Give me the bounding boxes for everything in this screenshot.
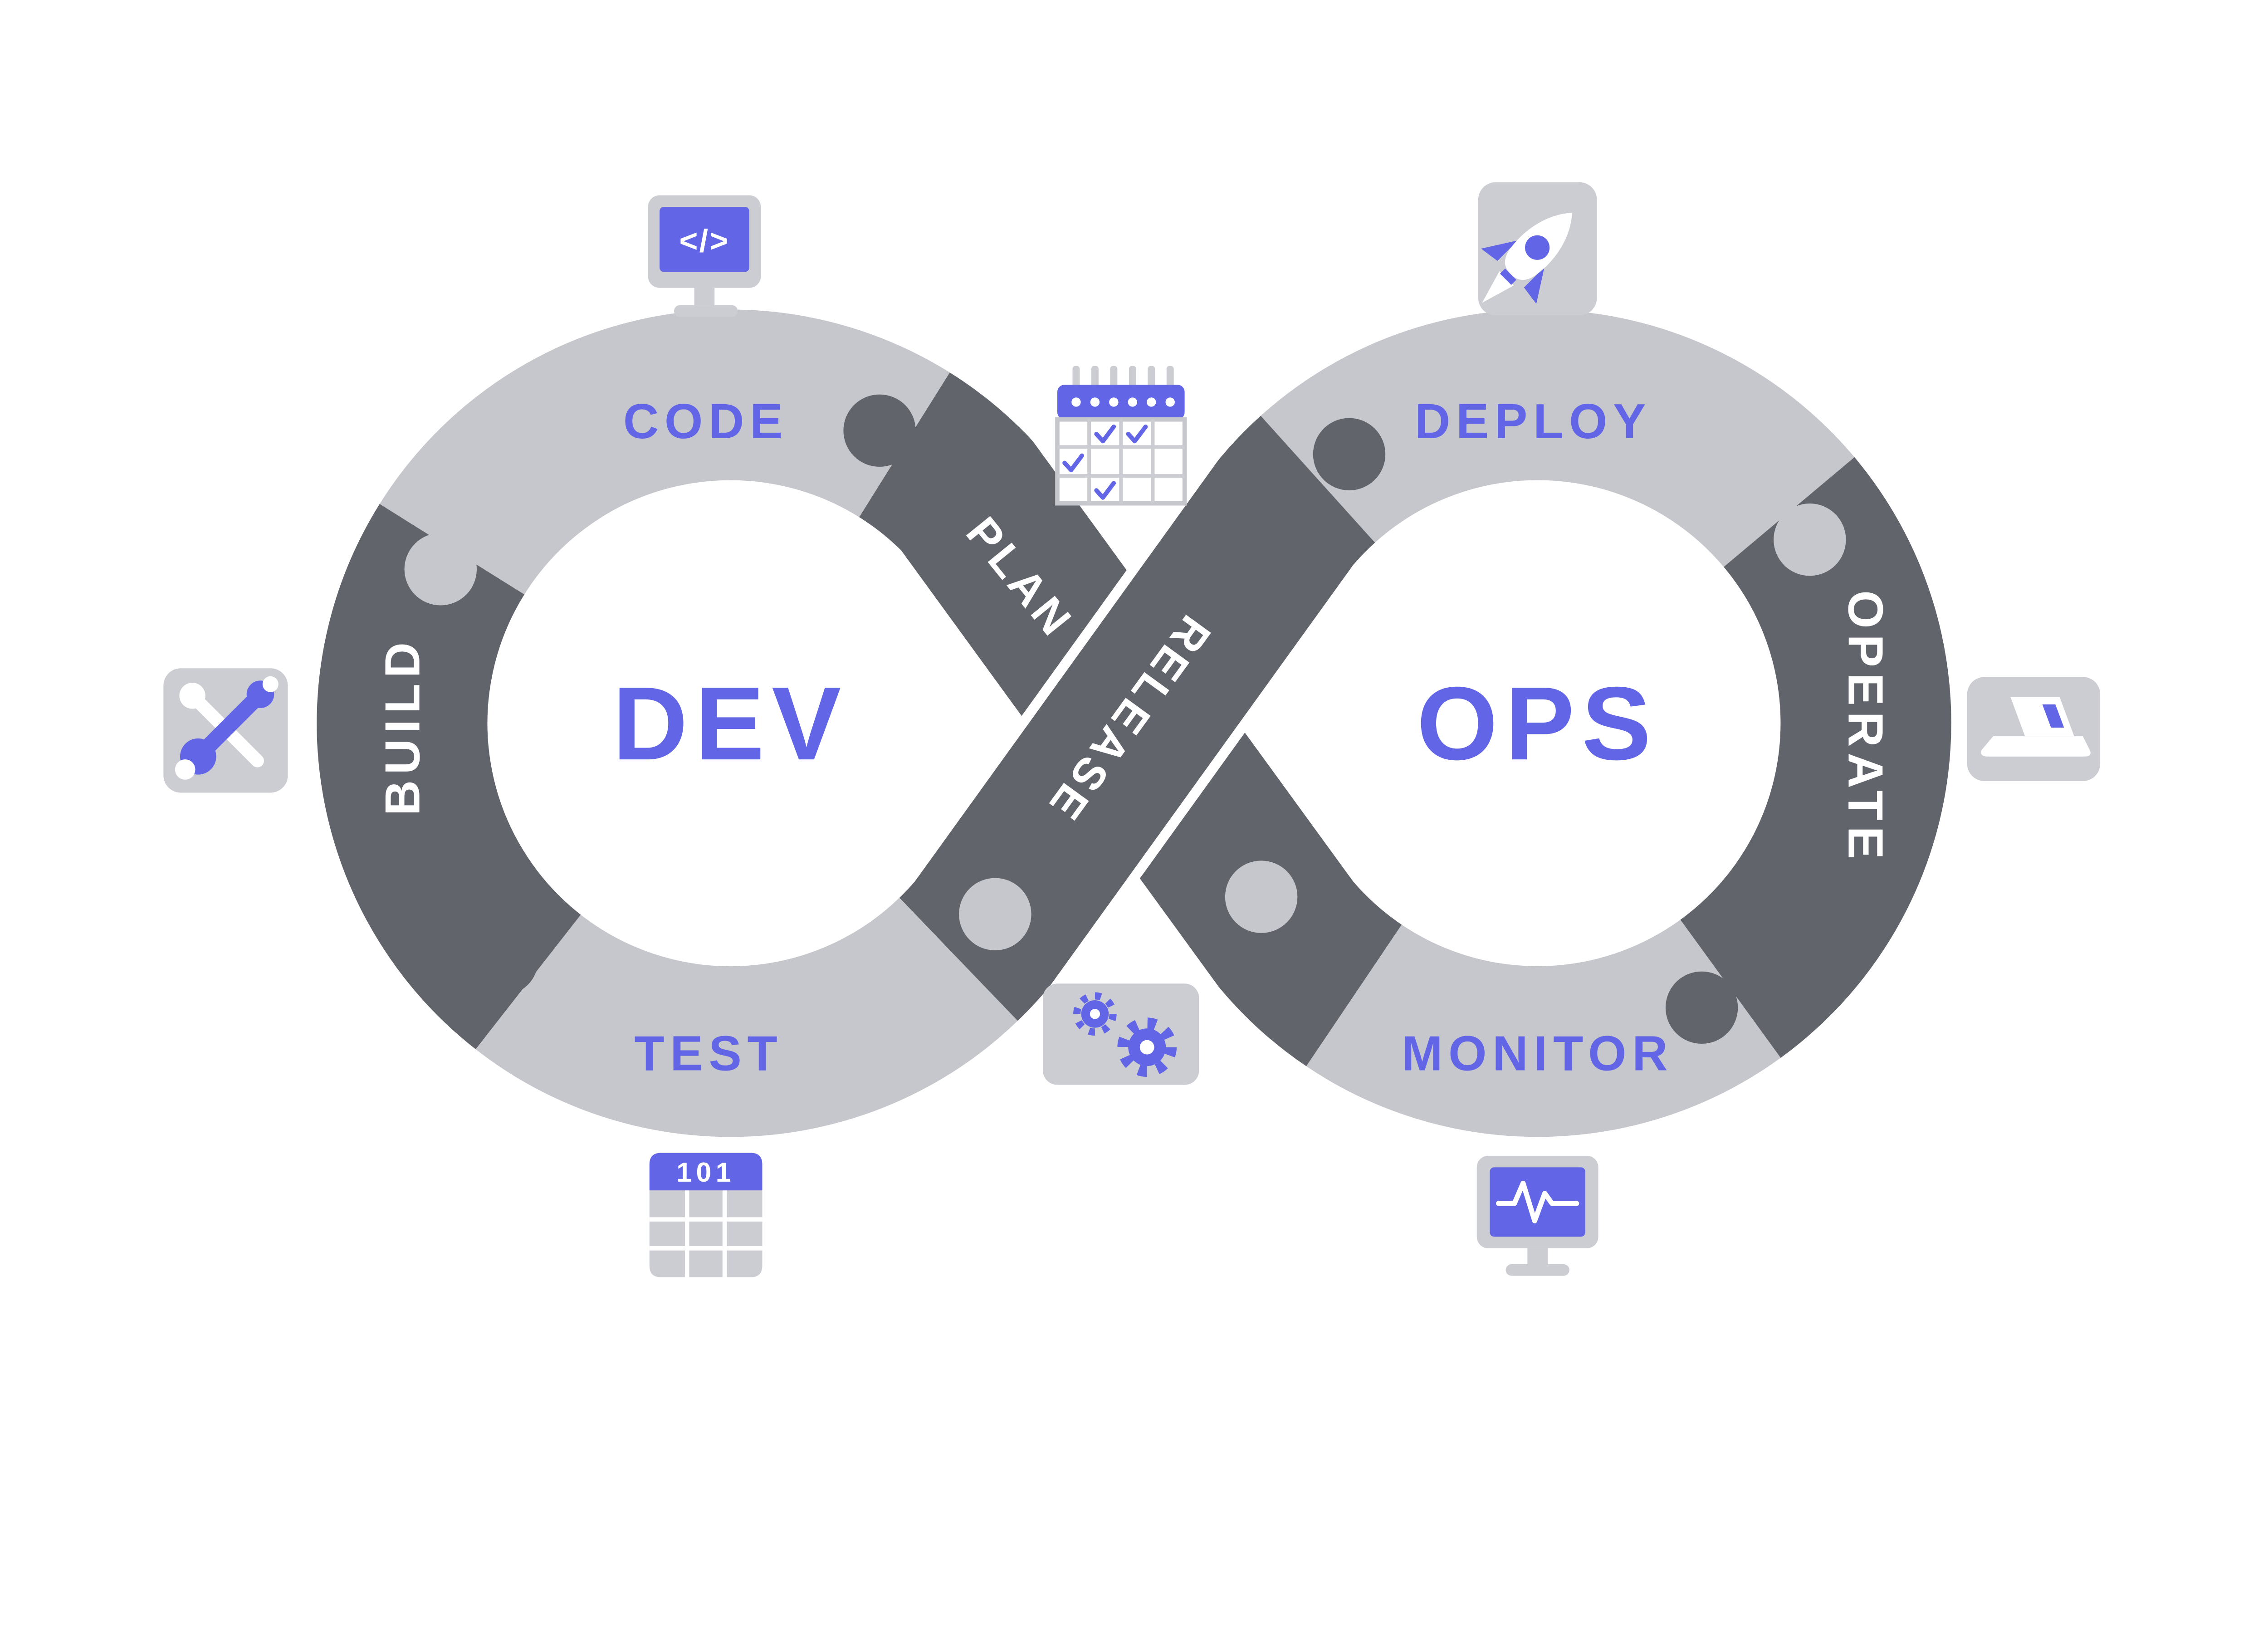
- test-label: TEST: [634, 1026, 783, 1081]
- puzzle-knob: [1313, 418, 1386, 490]
- rocket-window: [1525, 235, 1550, 260]
- puzzle-knob: [1225, 861, 1298, 933]
- icons: </>: [163, 182, 2101, 1277]
- infinity-loop: [317, 309, 1951, 1137]
- calendar-binding-holes: [1071, 397, 1175, 407]
- gears-tile: [1043, 983, 1199, 1085]
- puzzle-knob: [1774, 504, 1846, 576]
- pulse-screen: [1490, 1167, 1585, 1237]
- pulse-base: [1505, 1264, 1569, 1276]
- rocket-nozzle: [1500, 269, 1516, 285]
- gear-small: [1073, 992, 1117, 1036]
- pulse-monitor-icon: [1476, 1155, 1598, 1276]
- code-glyph: </>: [679, 223, 729, 259]
- ops-label: OPS: [1417, 665, 1658, 782]
- binary-header: [649, 1153, 763, 1191]
- rocket-glyph: [1481, 213, 1572, 304]
- deploy-segment: [1261, 309, 1855, 568]
- build-label: BUILD: [375, 636, 430, 816]
- puzzle-knob: [959, 878, 1031, 951]
- calendar-icon: [1055, 366, 1187, 506]
- laptop-icon: [1967, 677, 2101, 781]
- puzzle-knob: [404, 533, 477, 606]
- code-segment: [380, 309, 950, 596]
- devops-infinity-svg: DEV OPS CODE DEPLOY TEST MONITOR BUILD O…: [163, 182, 2101, 1277]
- test-segment: [475, 897, 1018, 1137]
- pulse-neck: [1527, 1248, 1548, 1264]
- rocket-icon: [1478, 182, 1597, 316]
- monitor-neck: [694, 288, 715, 305]
- operate-segment: [1679, 457, 1951, 1058]
- monitor-base: [674, 305, 738, 317]
- puzzle-knobs: [404, 394, 1846, 1044]
- gears-icon: [1043, 983, 1199, 1085]
- calendar-header: [1057, 385, 1185, 420]
- devops-infinity-diagram: DEV OPS CODE DEPLOY TEST MONITOR BUILD O…: [163, 182, 2101, 1277]
- release-band-segment: [896, 416, 1376, 1021]
- calendar-checkmarks: [1062, 424, 1148, 500]
- dev-label: DEV: [612, 665, 848, 782]
- binary-glyph: 101: [676, 1157, 735, 1188]
- gear-large: [1117, 1017, 1177, 1077]
- wrench-glyph: [175, 676, 279, 780]
- pulse-line: [1496, 1180, 1579, 1223]
- binary-body: [649, 1190, 763, 1277]
- puzzle-knob: [843, 394, 916, 467]
- calendar-pins: [1072, 366, 1174, 389]
- binary-grid: [649, 1190, 763, 1277]
- calendar-grid: [1057, 419, 1185, 504]
- rocket-fin-right: [1524, 267, 1545, 304]
- laptop-base: [1981, 736, 2091, 757]
- build-segment: [317, 504, 582, 1050]
- plan-band-segment: [858, 372, 1403, 1066]
- tools-icon: [163, 668, 288, 793]
- puzzle-knob: [466, 923, 538, 996]
- operate-label: OPERATE: [1838, 590, 1893, 865]
- puzzle-knob: [1665, 971, 1738, 1044]
- binary-table-icon: 101: [649, 1153, 763, 1277]
- rocket-fin-left: [1481, 240, 1518, 261]
- code-monitor-icon: </>: [648, 195, 761, 317]
- code-label: CODE: [623, 394, 788, 449]
- monitor-label: MONITOR: [1402, 1026, 1673, 1081]
- monitor-screen: [660, 206, 749, 272]
- deploy-label: DEPLOY: [1415, 394, 1652, 449]
- laptop-screen-accent: [2042, 704, 2064, 728]
